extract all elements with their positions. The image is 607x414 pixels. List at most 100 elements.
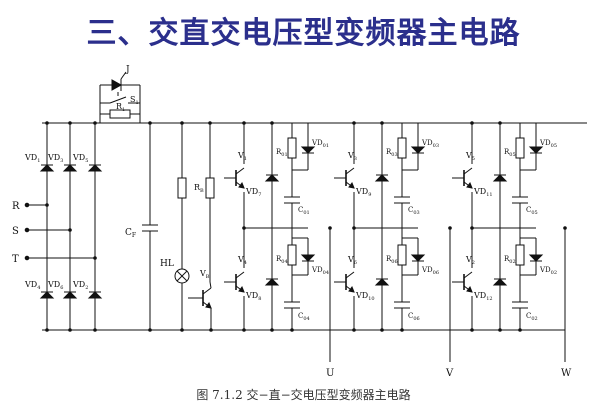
freewheel-label-lower: VD8 [245,291,261,302]
snubber-cap-label: C06 [408,312,420,322]
transistor-label-upper: V5 [465,151,475,162]
junction-dot [352,226,356,230]
transistor-collector [235,167,245,175]
rectifier-label-upper: VD3 [47,153,63,164]
snubber-diode-label: VD04 [311,266,329,276]
capacitor-gap [512,197,528,203]
transistor-arrow [238,181,245,189]
transistor-arrow [238,285,245,293]
rectifier-label-upper: VD5 [72,153,88,164]
snubber-diode-label: VD05 [539,139,557,149]
snubber-cap-label: C02 [526,312,538,322]
diode-triangle [87,291,103,299]
freewheel-diode-upper [492,174,508,182]
rectifier-diode-upper [39,164,55,172]
capacitor-gap [394,197,410,203]
diode-triangle [410,254,426,262]
junction-dot [208,121,212,125]
freewheel-diode-upper [264,174,280,182]
inverter-transistor-upper [228,167,245,189]
transistor-label-upper: V1 [237,151,247,162]
transistor-arrow [348,285,355,293]
rectifier-diode-upper [87,164,103,172]
freewheel-label-upper: VD11 [473,187,493,198]
terminal [24,255,30,261]
snubber-diode-lower [528,254,544,262]
charge-resistor-R1 [109,109,131,119]
brake-resistor-RB [205,177,215,199]
snubber-resistor-upper [287,137,297,159]
junction-dot [328,226,332,230]
junction-dot [68,328,72,332]
freewheel-label-lower: VD10 [355,291,375,302]
snubber-cap-label: C05 [526,206,538,216]
diode-triangle [300,146,316,154]
label-VB: VB [199,269,210,280]
diode-triangle [264,278,280,286]
brake-transistor-VB [195,287,212,309]
transistor-arrow [348,181,355,189]
diode-triangle [374,278,390,286]
diode-triangle [62,164,78,172]
rectifier-diode-upper [62,164,78,172]
freewheel-label-lower: VD12 [473,291,493,302]
rectifier-diode-lower [62,291,78,299]
diode-triangle [62,291,78,299]
snubber-diode-upper [410,146,426,154]
junction-dot [470,121,474,125]
lamp-cross [176,270,188,282]
diode-triangle [492,278,508,286]
diode-triangle [39,164,55,172]
snubber-capacitor-upper [284,196,300,204]
junction-dot [45,121,49,125]
snubber-diode-label: VD06 [421,266,439,276]
diode-triangle [39,291,55,299]
inverter-transistor-lower [456,271,473,293]
junction-dot [45,203,49,207]
diode-triangle [374,174,390,182]
freewheel-diode-lower [264,278,280,286]
junction-dot [400,328,404,332]
snubber-resistor-label: R03 [386,148,398,158]
freewheel-label-upper: VD7 [245,187,261,198]
inverter-transistor-upper [456,167,473,189]
diode-triangle [87,164,103,172]
junction-dot [352,121,356,125]
snubber-resistor-upper [515,137,525,159]
rectifier-diode-lower [87,291,103,299]
rectifier-label-lower: VD6 [47,280,63,291]
rectifier-diode-lower [39,291,55,299]
transistor-label-lower: V2 [465,255,475,266]
junction-dot [209,328,213,332]
labels: VD1VD4VD3VD6VD5VD2RSTJS1R1CFHLRBVBV1V4VD… [12,65,572,379]
snubber-resistor-lower [397,244,407,266]
junction-dot [470,226,474,230]
junction-dot [270,121,274,125]
diode-triangle [528,254,544,262]
freewheel-label-upper: VD9 [355,187,371,198]
input-label: S [12,226,19,237]
capacitor-gap [284,197,300,203]
transistor-arrow [466,181,473,189]
label-CF: CF [125,228,136,239]
snubber-capacitor-lower [394,301,410,309]
junction-dot [498,328,502,332]
snubber-resistor-upper [397,137,407,159]
page-title: 三、交直交电压型变频器主电路 [86,16,521,51]
transistor-label-upper: V3 [347,151,357,162]
terminal [24,202,30,208]
transistor-collector [463,271,473,279]
snubber-resistor-label: R02 [504,255,516,265]
transistor-label-lower: V6 [347,255,357,266]
junction-dot [68,228,72,232]
snubber-diode-label: VD01 [311,139,329,149]
rectifier-label-lower: VD2 [72,280,88,291]
terminal [24,227,30,233]
label-S1: S1 [130,95,139,106]
label-RB: RB [194,183,204,194]
vb-collector [209,281,212,289]
rectifier-label-lower: VD4 [24,280,40,291]
capacitor-gap [512,302,528,308]
junction-dot [93,328,97,332]
